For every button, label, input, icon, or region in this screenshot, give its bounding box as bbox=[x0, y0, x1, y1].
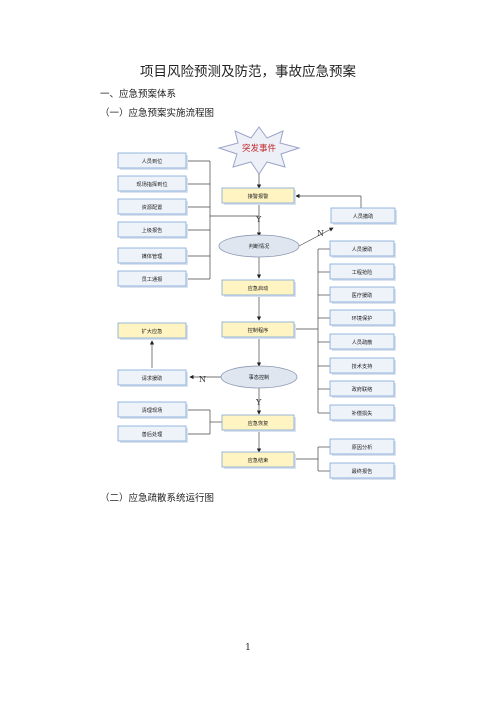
svg-text:人员到位: 人员到位 bbox=[142, 157, 163, 165]
box-emergency-start: 应急启动 bbox=[221, 279, 296, 297]
svg-text:善后处理: 善后处理 bbox=[142, 430, 164, 438]
decision-situation-control: 事态控制 bbox=[220, 365, 298, 389]
box-cause-analysis: 原因分析 bbox=[329, 438, 396, 456]
flow-connectors bbox=[149, 160, 362, 472]
start-event-star: 突发事件 bbox=[217, 126, 301, 175]
subsection-heading-flowchart: （一）应急预案实施流程图 bbox=[100, 108, 215, 119]
svg-text:员工通报: 员工通报 bbox=[142, 275, 163, 283]
box-report-superior: 上级报告 bbox=[117, 221, 188, 239]
start-event-label: 突发事件 bbox=[242, 143, 277, 154]
svg-text:接警报警: 接警报警 bbox=[248, 192, 269, 200]
box-resource-allocation: 资源配置 bbox=[117, 198, 188, 216]
svg-text:政府联络: 政府联络 bbox=[352, 385, 373, 393]
box-request-assistance: 请求援助 bbox=[117, 369, 188, 387]
box-government-liaison: 政府联络 bbox=[329, 380, 396, 398]
svg-text:请求援助: 请求援助 bbox=[142, 374, 163, 382]
box-site-command-in-place: 现场指挥到位 bbox=[117, 175, 188, 193]
svg-text:判断情况: 判断情况 bbox=[249, 242, 271, 250]
box-clear-site: 清理现场 bbox=[117, 401, 188, 419]
box-medical-aid: 医疗援助 bbox=[329, 286, 396, 304]
box-final-report: 最终报告 bbox=[329, 462, 396, 480]
box-staff-notification: 员工通报 bbox=[117, 270, 188, 288]
box-environment-protection: 环境保护 bbox=[329, 309, 396, 327]
box-media-management: 媒体管理 bbox=[117, 247, 188, 265]
svg-text:扩大应急: 扩大应急 bbox=[142, 327, 163, 335]
svg-text:人员疏散: 人员疏散 bbox=[352, 338, 374, 346]
box-emergency-recovery: 应急恢复 bbox=[221, 414, 296, 432]
box-personnel-withdraw: 人员撤助 bbox=[330, 207, 397, 225]
no-label-judge: N bbox=[317, 229, 324, 238]
yes-label-judge: Y bbox=[255, 215, 262, 224]
svg-text:上级报告: 上级报告 bbox=[142, 226, 163, 234]
no-label-state: N bbox=[199, 375, 206, 384]
document-title: 项目风险预测及防范，事故应急预案 bbox=[140, 64, 356, 80]
svg-text:资源配置: 资源配置 bbox=[142, 203, 163, 211]
box-receive-alarm: 接警报警 bbox=[221, 187, 296, 205]
box-emergency-end: 应急结束 bbox=[221, 451, 296, 469]
svg-text:工程抢险: 工程抢险 bbox=[352, 268, 374, 276]
box-evacuation: 人员疏散 bbox=[329, 333, 396, 351]
svg-text:事态控制: 事态控制 bbox=[249, 373, 270, 381]
svg-text:清理现场: 清理现场 bbox=[142, 406, 163, 414]
svg-text:人员撤助: 人员撤助 bbox=[353, 212, 374, 220]
svg-text:原因分析: 原因分析 bbox=[352, 443, 373, 451]
svg-text:环境保护: 环境保护 bbox=[352, 314, 373, 322]
section-heading: 一、应急预案体系 bbox=[100, 89, 177, 100]
box-compensation: 补偿损失 bbox=[329, 404, 396, 422]
subsection-heading-evacuation: （二）应急疏散系统运行图 bbox=[100, 493, 215, 504]
box-personnel-in-place: 人员到位 bbox=[117, 152, 188, 170]
svg-text:媒体管理: 媒体管理 bbox=[142, 252, 164, 260]
box-expand-emergency: 扩大应急 bbox=[117, 322, 188, 340]
box-engineering-rescue: 工程抢险 bbox=[329, 263, 396, 281]
svg-text:医疗援助: 医疗援助 bbox=[352, 291, 373, 299]
box-personnel-aid: 人员援助 bbox=[329, 240, 396, 258]
svg-text:应急启动: 应急启动 bbox=[248, 284, 269, 292]
box-control-procedure: 控制程序 bbox=[221, 321, 296, 339]
svg-text:人员援助: 人员援助 bbox=[352, 245, 373, 253]
decision-judge-situation: 判断情况 bbox=[218, 234, 300, 258]
yes-label-state: Y bbox=[255, 398, 262, 407]
page-number: 1 bbox=[245, 643, 251, 653]
box-aftermath: 善后处理 bbox=[117, 425, 188, 443]
svg-text:最终报告: 最终报告 bbox=[352, 467, 373, 475]
box-technical-support: 技术支持 bbox=[329, 357, 396, 375]
svg-text:技术支持: 技术支持 bbox=[352, 362, 373, 370]
svg-text:补偿损失: 补偿损失 bbox=[352, 409, 374, 417]
svg-text:控制程序: 控制程序 bbox=[248, 326, 269, 334]
svg-text:应急结束: 应急结束 bbox=[248, 456, 269, 464]
svg-text:应急恢复: 应急恢复 bbox=[248, 419, 269, 427]
svg-text:现场指挥到位: 现场指挥到位 bbox=[136, 180, 167, 188]
